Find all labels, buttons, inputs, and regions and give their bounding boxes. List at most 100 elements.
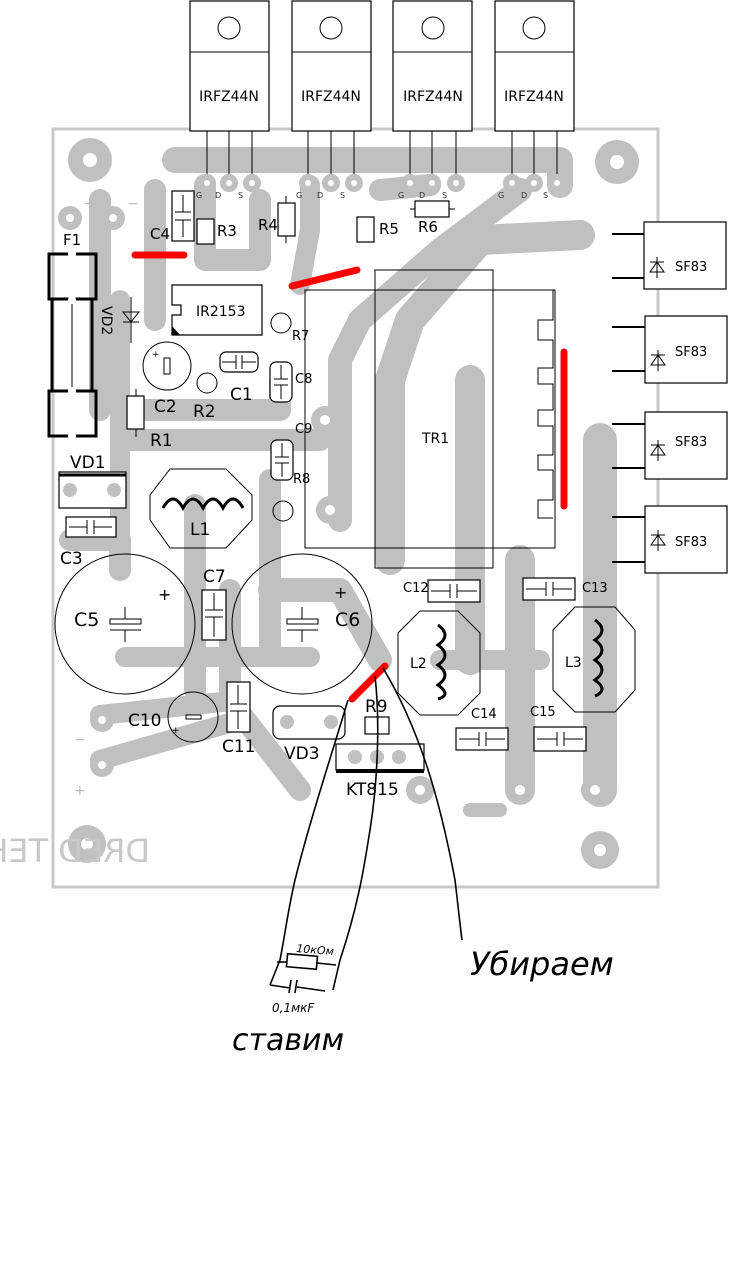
capacitor-c3: C3 (60, 516, 117, 569)
capacitor-c6: + C6 (231, 553, 373, 695)
svg-text:D: D (419, 191, 425, 200)
svg-text:R9: R9 (365, 697, 388, 717)
svg-text:+: + (334, 583, 347, 602)
svg-text:D: D (521, 191, 527, 200)
diode-sf83-4: SF83 (612, 505, 728, 574)
capacitor-c14: C14 (455, 707, 509, 751)
modification-wires (279, 667, 463, 961)
board-watermark: DRED TEHNARY.RU (0, 832, 150, 870)
capacitor-c4: C4 (150, 190, 195, 243)
svg-text:R8: R8 (293, 472, 310, 487)
svg-text:S: S (442, 191, 447, 200)
diode-sf83-3: SF83 (612, 411, 728, 480)
svg-text:S: S (238, 191, 243, 200)
mosfet-q1-label: IRFZ44N (199, 89, 259, 105)
svg-text:D: D (317, 191, 323, 200)
mosfet-q1: IRFZ44N G D S (189, 0, 270, 200)
inductor-l2: L2 (397, 610, 481, 716)
capacitor-c2: + C2 (142, 341, 192, 417)
svg-text:R5: R5 (379, 220, 399, 238)
mosfet-q2: IRFZ44N G D S (291, 0, 372, 200)
svg-text:C15: C15 (530, 705, 556, 720)
jumper-r9 (348, 662, 389, 703)
svg-text:R3: R3 (217, 222, 237, 240)
svg-text:TR1: TR1 (421, 431, 449, 447)
svg-text:VD2: VD2 (98, 306, 114, 335)
svg-text:C14: C14 (471, 707, 497, 722)
capacitor-c5: + C5 (54, 553, 196, 695)
svg-text:R4: R4 (258, 216, 278, 234)
svg-text:G: G (196, 191, 202, 200)
svg-text:C2: C2 (154, 397, 177, 417)
capacitor-value-note: 0,1мкF (272, 1001, 315, 1015)
svg-text:SF83: SF83 (675, 535, 707, 550)
svg-text:VD3: VD3 (284, 744, 320, 764)
svg-text:G: G (498, 191, 504, 200)
diode-sf83-1: SF83 (612, 221, 727, 290)
add-note: ставим (232, 1023, 344, 1058)
svg-text:S: S (340, 191, 345, 200)
inductor-l1: L1 (149, 468, 253, 549)
diode-vd2: VD2 (98, 297, 141, 343)
svg-text:SF83: SF83 (675, 260, 707, 275)
svg-text:C1: C1 (230, 385, 253, 405)
mosfet-q3-label: IRFZ44N (403, 89, 463, 105)
transformer-tr1: TR1 (304, 269, 556, 569)
svg-text:C11: C11 (222, 737, 256, 757)
mounting-pads (58, 138, 639, 869)
capacitor-c13: C13 (522, 577, 608, 601)
resistor-value-note: 10кОм (296, 942, 335, 958)
mosfet-q4-label: IRFZ44N (504, 89, 564, 105)
svg-text:SF83: SF83 (675, 435, 707, 450)
capacitor-c15: C15 (530, 705, 587, 752)
remove-note: Убираем (470, 945, 614, 983)
svg-text:C5: C5 (74, 609, 99, 631)
svg-text:G: G (398, 191, 404, 200)
plus-mark-bottom: + (74, 783, 86, 799)
mosfet-q4: IRFZ44N G D S (494, 0, 575, 200)
minus-mark-bottom: − (74, 732, 86, 748)
svg-text:C9: C9 (295, 422, 312, 437)
added-resistor-symbol (285, 952, 319, 971)
transistor-kt815: KT815 (335, 743, 425, 800)
fuse-f1: F1 (47, 231, 98, 440)
capacitor-c9: C9 (270, 422, 312, 481)
bridge-vd1: VD1 (58, 453, 127, 509)
svg-text:R6: R6 (418, 218, 438, 236)
capacitor-c11: C11 (222, 681, 256, 757)
svg-text:R2: R2 (193, 402, 216, 422)
svg-text:VD1: VD1 (70, 453, 106, 473)
diode-vd3: VD3 (272, 705, 346, 764)
svg-text:C6: C6 (335, 609, 360, 631)
added-capacitor-symbol (288, 979, 292, 994)
resistor-r2: R2 (193, 372, 218, 422)
resistor-r5: R5 (356, 216, 399, 243)
capacitor-c8: C8 (269, 361, 312, 403)
mosfet-q2-label: IRFZ44N (301, 89, 361, 105)
inductor-l3: L3 (552, 606, 636, 713)
resistor-r3: R3 (196, 218, 237, 245)
svg-text:IR2153: IR2153 (196, 304, 246, 320)
resistor-r1: R1 (126, 389, 173, 451)
diode-sf83-2: SF83 (612, 315, 728, 384)
svg-text:C7: C7 (203, 567, 226, 587)
minus-mark-top: − (127, 196, 139, 212)
capacitor-c10: + C10 (128, 691, 219, 743)
svg-text:C3: C3 (60, 549, 83, 569)
rc-network-sketch: 10кОм 0,1мкF (269, 942, 341, 1015)
svg-text:R1: R1 (150, 431, 173, 451)
plus-mark-top: + (84, 196, 96, 212)
capacitor-c7: C7 (201, 567, 227, 641)
red-jumpers (131, 251, 568, 703)
svg-text:L1: L1 (190, 520, 210, 540)
svg-text:R7: R7 (292, 329, 309, 344)
svg-text:L3: L3 (565, 655, 582, 671)
svg-text:+: + (152, 350, 160, 360)
svg-text:+: + (172, 726, 180, 736)
svg-text:C12: C12 (403, 581, 429, 596)
svg-text:C10: C10 (128, 711, 162, 731)
svg-text:F1: F1 (63, 231, 81, 249)
svg-text:L2: L2 (410, 656, 427, 672)
svg-text:C4: C4 (150, 225, 170, 243)
